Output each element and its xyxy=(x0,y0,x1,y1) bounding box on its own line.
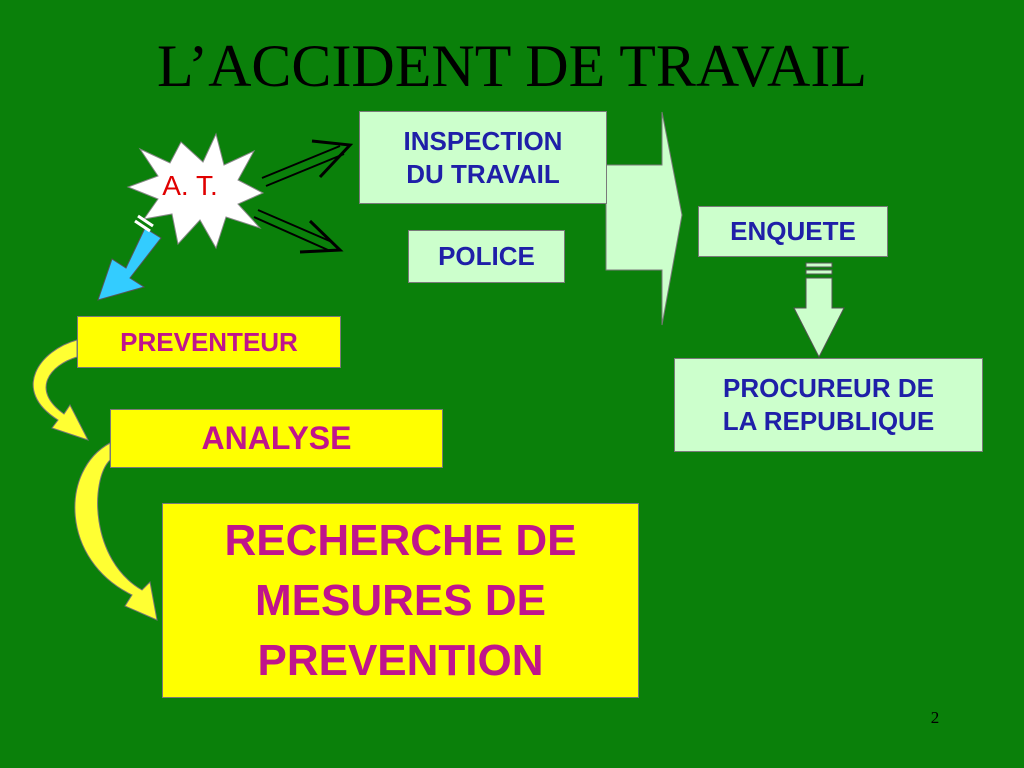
procureur-box: PROCUREUR DE LA REPUBLIQUE xyxy=(674,358,983,452)
procureur-line2: LA REPUBLIQUE xyxy=(722,406,935,436)
analyse-box: ANALYSE xyxy=(110,409,443,468)
inspection-line2: DU TRAVAIL xyxy=(406,158,560,189)
curved-arrow-1 xyxy=(32,339,90,441)
down-arrow xyxy=(793,262,845,359)
curved-arrow-2 xyxy=(74,442,158,621)
procureur-line1: PROCUREUR DE xyxy=(723,373,934,403)
double-arrow-inspection xyxy=(261,139,354,187)
cyan-arrow xyxy=(97,214,162,301)
page-number: 2 xyxy=(930,708,940,727)
preventeur-box: PREVENTEUR xyxy=(77,316,341,368)
inspection-box: INSPECTION DU TRAVAIL xyxy=(359,111,607,204)
double-arrow-police xyxy=(253,209,344,254)
police-box: POLICE xyxy=(408,230,565,283)
enquete-box: ENQUETE xyxy=(698,206,888,257)
recherche-line2: MESURES DE xyxy=(255,575,546,625)
starburst-shape xyxy=(126,132,265,250)
bracket-arrow xyxy=(605,111,683,326)
inspection-line1: INSPECTION xyxy=(403,125,563,156)
recherche-box: RECHERCHE DE MESURES DE PREVENTION xyxy=(162,503,639,698)
recherche-line1: RECHERCHE DE xyxy=(224,515,577,565)
slide-title: L’ACCIDENT DE TRAVAIL xyxy=(156,33,868,99)
at-label: A. T. xyxy=(162,170,218,201)
recherche-line3: PREVENTION xyxy=(257,635,544,685)
